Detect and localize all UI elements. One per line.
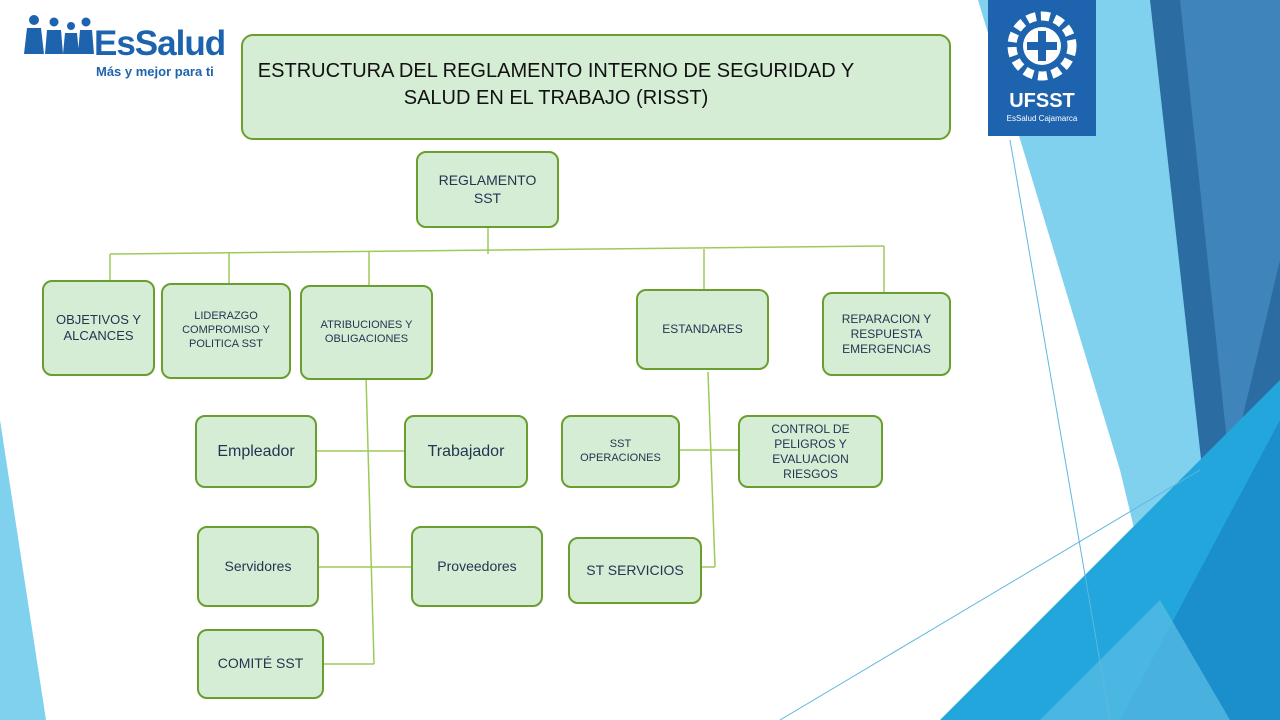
- node-comite-sst: COMITÉ SST: [197, 629, 324, 699]
- node-trabajador: Trabajador: [404, 415, 528, 488]
- node-atribuciones: ATRIBUCIONES Y OBLIGACIONES: [300, 285, 433, 380]
- essalud-tagline: Más y mejor para ti: [96, 64, 214, 79]
- ufsst-logo-text: UFSST: [1009, 90, 1075, 112]
- node-objetivos-alcances: OBJETIVOS Y ALCANCES: [42, 280, 155, 376]
- node-st-servicios: ST SERVICIOS: [568, 537, 702, 604]
- node-liderazgo: LIDERAZGO COMPROMISO Y POLITICA SST: [161, 283, 291, 379]
- node-servidores: Servidores: [197, 526, 319, 607]
- node-sst-operaciones: SST OPERACIONES: [561, 415, 680, 488]
- node-empleador: Empleador: [195, 415, 317, 488]
- node-estandares: ESTANDARES: [636, 289, 769, 370]
- node-reparacion: REPARACION Y RESPUESTA EMERGENCIAS: [822, 292, 951, 376]
- title-line-1: ESTRUCTURA DEL REGLAMENTO INTERNO DE SEG…: [257, 60, 855, 82]
- ufsst-logo-subtitle: EsSalud Cajamarca: [1006, 114, 1078, 123]
- title-box: ESTRUCTURA DEL REGLAMENTO INTERNO DE SEG…: [241, 34, 951, 140]
- node-control-peligros: CONTROL DE PELIGROS Y EVALUACION RIESGOS: [738, 415, 883, 488]
- ufsst-logo: UFSST EsSalud Cajamarca: [988, 0, 1096, 136]
- gear-cross-icon: [1007, 11, 1077, 81]
- family-icon: [24, 15, 94, 54]
- title-line-2: SALUD EN EL TRABAJO (RISST): [403, 87, 709, 109]
- node-proveedores: Proveedores: [411, 526, 543, 607]
- essalud-logo: EsSalud Más y mejor para ti: [24, 14, 226, 84]
- essalud-logo-text: EsSalud: [94, 24, 226, 63]
- node-reglamento-sst: REGLAMENTO SST: [416, 151, 559, 228]
